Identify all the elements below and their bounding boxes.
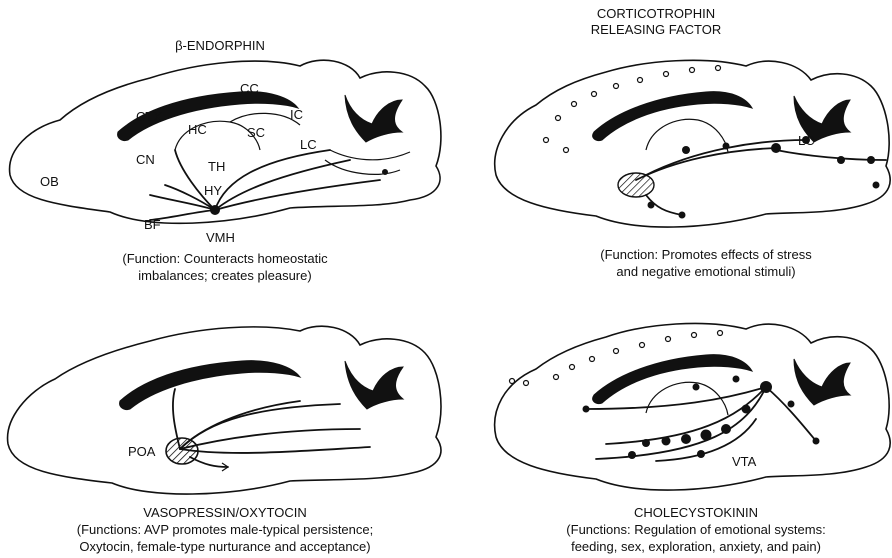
label-ctx: CTX bbox=[136, 110, 162, 124]
label-lc: LC bbox=[300, 138, 317, 152]
caption-line-2: feeding, sex, exploration, anxiety, and … bbox=[506, 538, 886, 555]
panel-crf: CORTICOTROPHIN RELEASING FACTOR bbox=[446, 0, 892, 279]
label-ob: OB bbox=[40, 175, 59, 189]
caption-line-2: and negative emotional stimuli) bbox=[556, 263, 856, 280]
panel-cholecystokinin: VTA CHOLECYSTOKININ (Functions: Regulati… bbox=[446, 279, 892, 558]
panel-title: CHOLECYSTOKININ bbox=[596, 505, 796, 521]
caption-line-1: (Function: Counteracts homeostatic bbox=[60, 250, 390, 267]
label-lc: LC bbox=[798, 134, 815, 148]
caption-line-1: (Function: Promotes effects of stress bbox=[556, 246, 856, 263]
label-vmh: VMH bbox=[206, 231, 235, 245]
label-sc: SC bbox=[247, 126, 265, 140]
caption: (Functions: Regulation of emotional syst… bbox=[506, 521, 886, 555]
caption: (Function: Promotes effects of stress an… bbox=[556, 246, 856, 280]
label-vta: VTA bbox=[732, 455, 756, 469]
label-th: TH bbox=[208, 160, 225, 174]
caption-line-1: (Functions: Regulation of emotional syst… bbox=[506, 521, 886, 538]
caption-line-1: (Functions: AVP promotes male-typical pe… bbox=[20, 521, 430, 538]
label-bf: BF bbox=[144, 218, 161, 232]
label-cc: CC bbox=[240, 82, 259, 96]
label-cn: CN bbox=[136, 153, 155, 167]
panel-beta-endorphin: β-ENDORPHIN CC CTX IC HC SC LC CN TH OB … bbox=[0, 0, 446, 279]
panel-vasopressin-oxytocin: POA VASOPRESSIN/OXYTOCIN (Functions: AVP… bbox=[0, 279, 446, 558]
label-ic: IC bbox=[290, 108, 303, 122]
caption: (Functions: AVP promotes male-typical pe… bbox=[20, 521, 430, 555]
label-hc: HC bbox=[188, 123, 207, 137]
caption-line-2: Oxytocin, female-type nurturance and acc… bbox=[20, 538, 430, 555]
label-hy: HY bbox=[204, 184, 222, 198]
label-poa: POA bbox=[128, 445, 155, 459]
panel-title: VASOPRESSIN/OXYTOCIN bbox=[140, 505, 310, 521]
brain-sagittal-section-icon bbox=[446, 0, 892, 279]
